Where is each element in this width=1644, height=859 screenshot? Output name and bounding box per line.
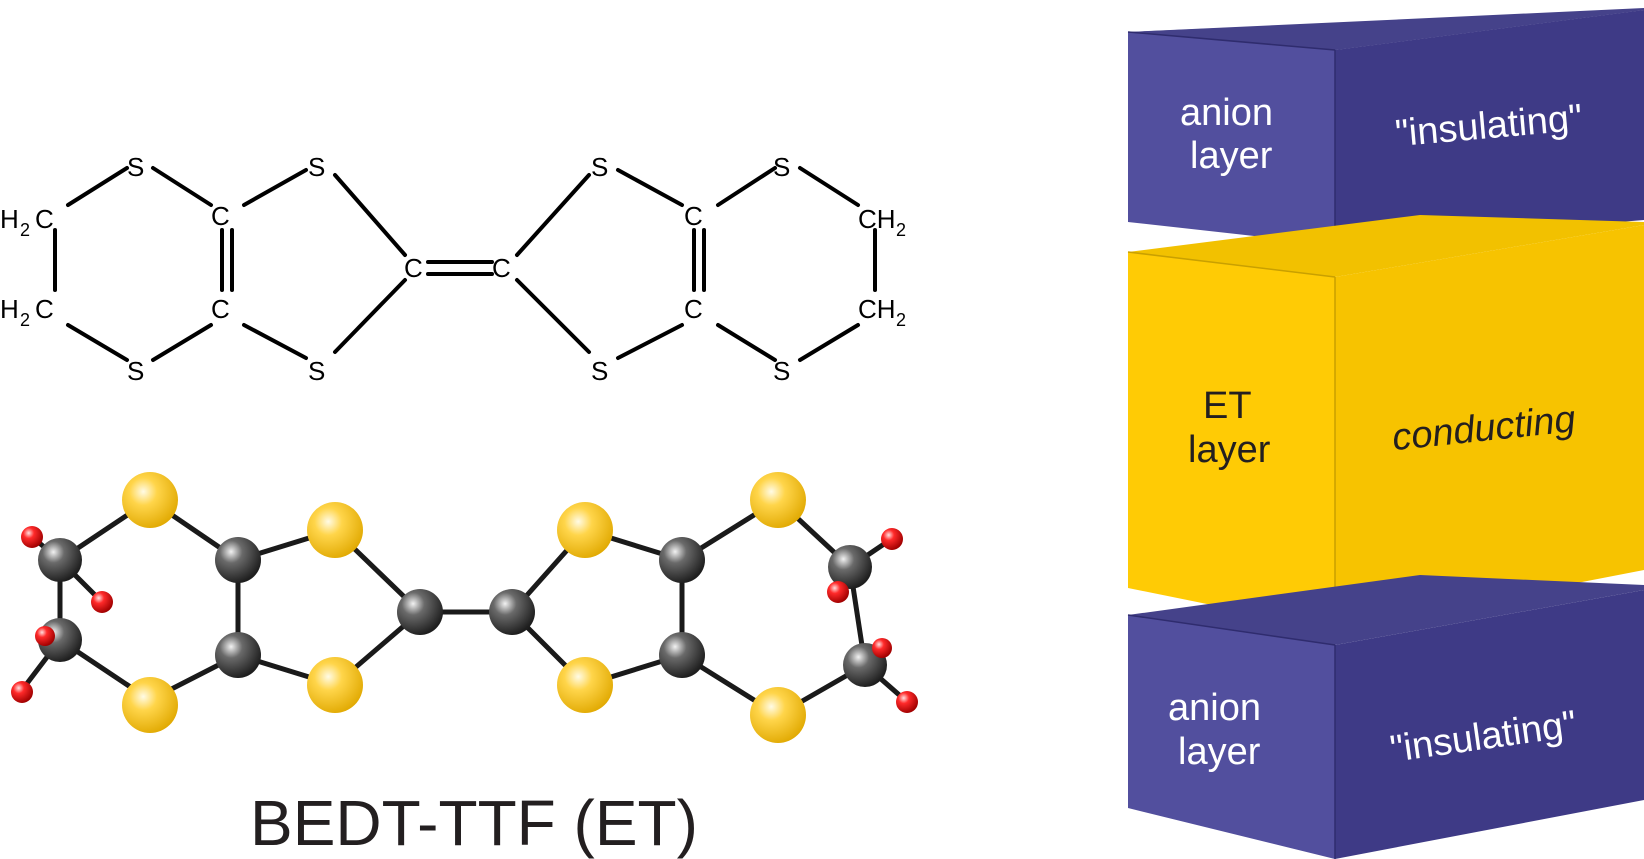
atom-s: S (127, 356, 144, 386)
bottom-anion-label-line2: layer (1178, 731, 1261, 773)
atom-s: S (308, 356, 325, 386)
layer-stack: anion layer "insulating" ET layer conduc… (1127, 8, 1644, 859)
atom-c: C (35, 294, 54, 324)
anion-side-face (1335, 590, 1644, 859)
atom-c: C (211, 294, 230, 324)
et-label-line1: ET (1203, 385, 1252, 427)
atom-s: S (591, 152, 608, 182)
sulfur-atom (307, 502, 363, 558)
atom-s: S (773, 356, 790, 386)
atom-h: H (0, 294, 19, 324)
sulfur-atom (750, 472, 806, 528)
hydrogen-atom (827, 581, 849, 603)
formula-bonds (53, 166, 877, 362)
subscript-2: 2 (896, 220, 906, 240)
bottom-anion-label-line1: anion (1168, 687, 1261, 729)
subscript-2: 2 (20, 310, 30, 330)
carbon-atom (397, 589, 443, 635)
atom-s: S (773, 152, 790, 182)
atom-c: C (35, 204, 54, 234)
carbon-atom (659, 537, 705, 583)
atom-c: C (684, 201, 703, 231)
sulfur-atom (557, 657, 613, 713)
carbon-atom (489, 589, 535, 635)
atom-ch: CH (858, 294, 896, 324)
subscript-2: 2 (896, 310, 906, 330)
model-atoms (11, 472, 918, 743)
sulfur-atom (750, 687, 806, 743)
carbon-atom (38, 538, 82, 582)
atom-c: C (492, 253, 511, 283)
et-layer-middle: ET layer conducting (1127, 215, 1644, 630)
et-side-face (1335, 225, 1644, 630)
hydrogen-atom (35, 626, 55, 646)
et-front-face (1128, 252, 1335, 630)
atom-c: C (684, 294, 703, 324)
subscript-2: 2 (20, 220, 30, 240)
anion-layer-bottom: anion layer "insulating" (1127, 575, 1644, 859)
top-anion-label-line1: anion (1180, 92, 1273, 134)
carbon-atom (215, 632, 261, 678)
et-top-face (1128, 215, 1644, 277)
carbon-atom (828, 545, 872, 589)
atom-s: S (127, 152, 144, 182)
anion-front-face (1128, 32, 1335, 245)
hydrogen-atom (11, 681, 33, 703)
top-anion-label-line2: layer (1190, 135, 1273, 177)
anion-side-face (1335, 10, 1644, 245)
formula-atom-labels: S S S S S S S S C C C C C C H 2 C H 2 C … (0, 152, 906, 386)
et-label-line2: layer (1188, 429, 1271, 471)
sulfur-atom (122, 677, 178, 733)
atom-c: C (404, 253, 423, 283)
hydrogen-atom (872, 638, 892, 658)
atom-h: H (0, 204, 19, 234)
carbon-atom (215, 537, 261, 583)
hydrogen-atom (896, 691, 918, 713)
atom-ch: CH (858, 204, 896, 234)
anion-layer-top: anion layer "insulating" (1127, 8, 1644, 245)
molecule-caption: BEDT-TTF (ET) (250, 787, 698, 859)
sulfur-atom (122, 472, 178, 528)
atom-s: S (591, 356, 608, 386)
hydrogen-atom (21, 526, 43, 548)
anion-top-face (1128, 8, 1644, 50)
hydrogen-atom (91, 591, 113, 613)
hydrogen-atom (881, 528, 903, 550)
structural-formula: S S S S S S S S C C C C C C H 2 C H 2 C … (0, 152, 906, 386)
ball-and-stick-model (11, 472, 918, 743)
anion-front-face (1128, 615, 1335, 859)
sulfur-atom (307, 657, 363, 713)
atom-c: C (211, 201, 230, 231)
carbon-atom (659, 632, 705, 678)
atom-s: S (308, 152, 325, 182)
sulfur-atom (557, 502, 613, 558)
anion-top-face (1128, 575, 1644, 645)
